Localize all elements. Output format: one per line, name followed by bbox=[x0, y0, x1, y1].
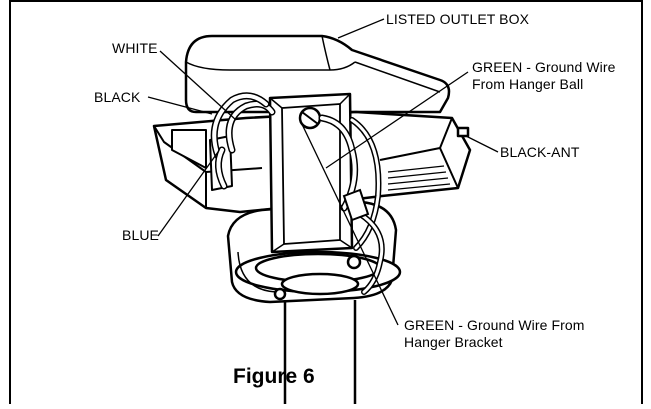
label-green-ground-hanger-bracket-1: GREEN - Ground Wire From bbox=[404, 317, 585, 333]
label-green-ground-hanger-ball-1: GREEN - Ground Wire bbox=[472, 59, 616, 75]
label-blue: BLUE bbox=[122, 227, 159, 243]
downrod bbox=[280, 272, 360, 404]
leader-lines bbox=[147, 18, 499, 326]
hanger-arm bbox=[268, 92, 354, 254]
label-listed-outlet-box: LISTED OUTLET BOX bbox=[386, 11, 530, 27]
figure-border bbox=[9, 0, 643, 404]
figure-caption: Figure 6 bbox=[233, 365, 315, 388]
callout-labels: LISTED OUTLET BOX WHITE BLACK GREEN - Gr… bbox=[94, 11, 616, 350]
label-green-ground-hanger-bracket-2: Hanger Bracket bbox=[404, 334, 503, 350]
label-green-ground-hanger-ball-2: From Hanger Ball bbox=[472, 76, 583, 92]
label-black-ant: BLACK-ANT bbox=[500, 144, 580, 160]
label-black: BLACK bbox=[94, 89, 141, 105]
hanger-bracket bbox=[226, 200, 402, 304]
label-white: WHITE bbox=[112, 40, 158, 56]
